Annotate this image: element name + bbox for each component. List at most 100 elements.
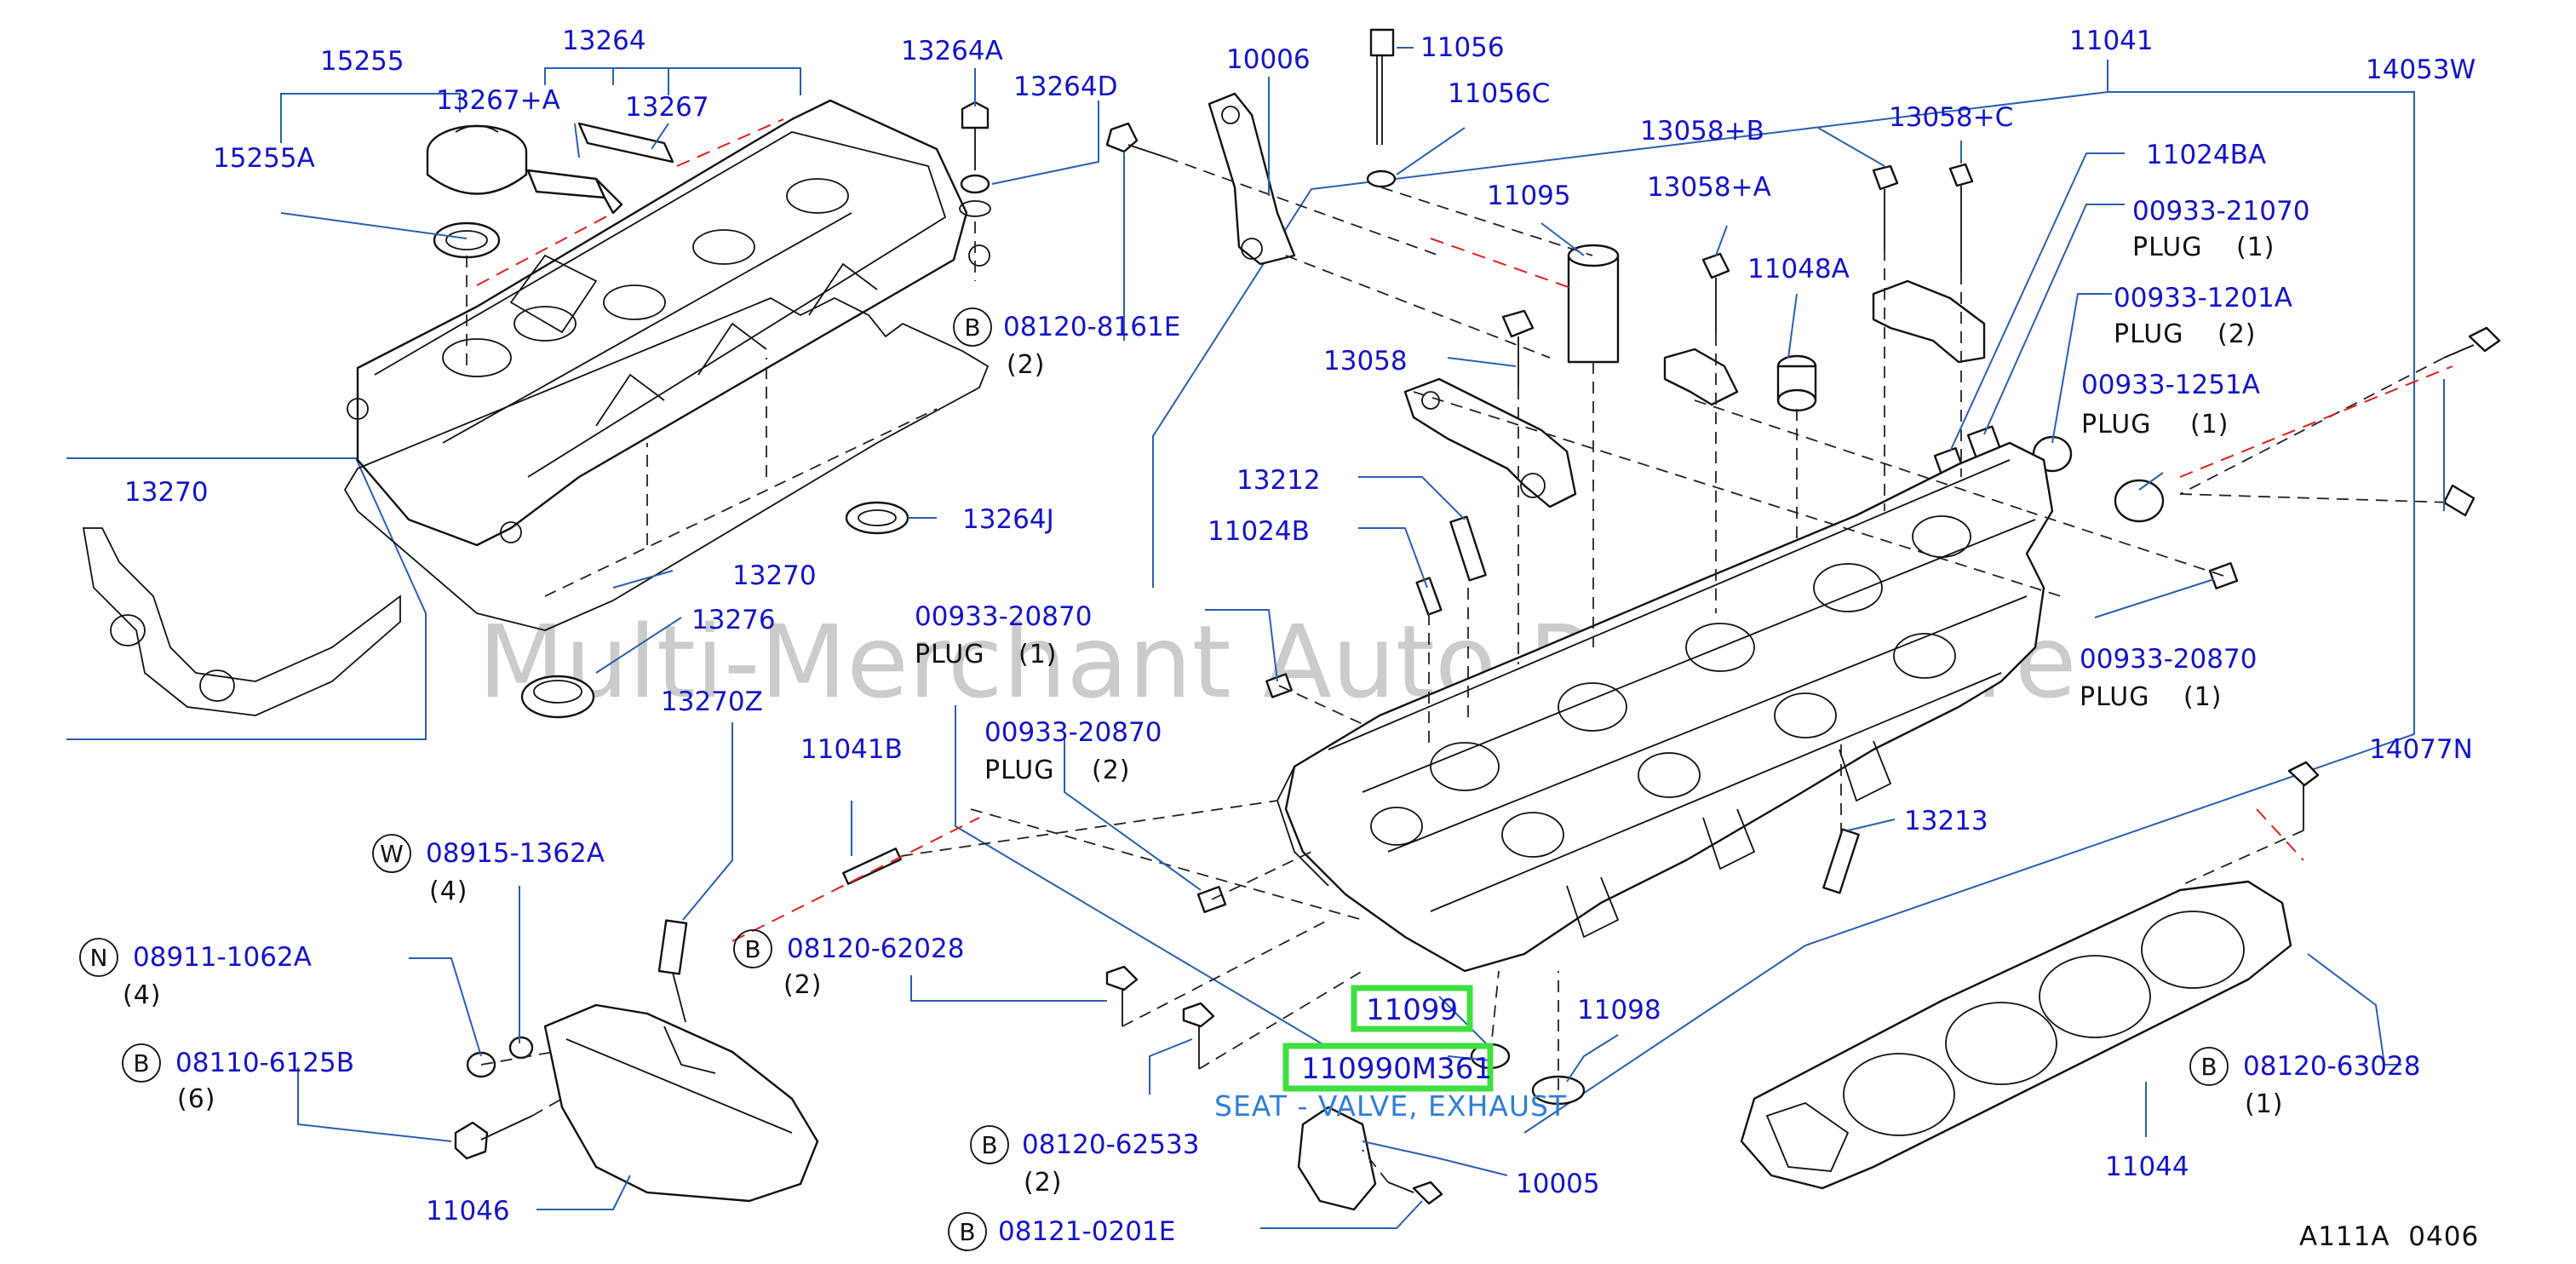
label-08120-62533-qty: (2) xyxy=(1024,1168,1063,1198)
label-11024b[interactable]: 11024B xyxy=(1208,516,1310,547)
label-13270-left[interactable]: 13270 xyxy=(124,477,209,508)
label-13264[interactable]: 13264 xyxy=(562,26,646,56)
label-08120-62533[interactable]: 08120-62533 xyxy=(1022,1129,1199,1160)
label-08121-0201e[interactable]: 08121-0201E xyxy=(998,1216,1175,1247)
prefix-circle-b-8161e xyxy=(953,307,992,347)
label-15255[interactable]: 15255 xyxy=(320,46,404,77)
label-14077n[interactable]: 14077N xyxy=(2369,734,2473,765)
highlight-sub-part-number[interactable]: 110990M361 xyxy=(1301,1052,1492,1086)
prefix-circle-b-63028 xyxy=(2189,1047,2229,1086)
label-13270z[interactable]: 13270Z xyxy=(661,687,763,717)
label-15255a[interactable]: 15255A xyxy=(213,143,315,174)
label-08110-6125b-qty: (6) xyxy=(177,1084,216,1114)
label-11046[interactable]: 11046 xyxy=(426,1196,510,1227)
label-11056[interactable]: 11056 xyxy=(1420,32,1505,63)
guide-13213 xyxy=(1822,828,1860,894)
cam-cap-right xyxy=(1872,279,1986,364)
label-00933-20870-b[interactable]: 00933-20870 xyxy=(2080,644,2257,675)
breather-hoses xyxy=(526,122,674,215)
prefix-circle-w-1362a xyxy=(372,834,411,873)
label-11056c[interactable]: 11056C xyxy=(1448,78,1550,109)
bolt-08120-62533 xyxy=(1182,1002,1215,1069)
label-13264j[interactable]: 13264J xyxy=(962,504,1054,535)
front-cover-11046 xyxy=(543,1003,819,1203)
bracket-10005 xyxy=(1297,1106,1377,1211)
highlight-description: SEAT - VALVE, EXHAUST xyxy=(1214,1089,1567,1123)
label-13058c[interactable]: 13058+C xyxy=(1889,102,2013,133)
washer-08915-1362a xyxy=(508,1036,534,1060)
highlight-part-number[interactable]: 11099 xyxy=(1366,993,1458,1027)
label-13058[interactable]: 13058 xyxy=(1323,346,1408,376)
assembly-dash-lines xyxy=(466,157,2453,1183)
label-13270-center[interactable]: 13270 xyxy=(732,560,817,591)
bracket-bolt-13058c xyxy=(1948,163,1974,273)
label-13058b[interactable]: 13058+B xyxy=(1640,116,1764,147)
label-08121-0201e-prefix: B xyxy=(959,1218,975,1246)
label-11041[interactable]: 11041 xyxy=(2069,26,2154,56)
label-10005[interactable]: 10005 xyxy=(1516,1169,1600,1199)
label-11048a[interactable]: 11048A xyxy=(1747,254,1850,284)
label-00933-20870-c[interactable]: 00933-20870 xyxy=(984,717,1162,748)
cam-cap-small xyxy=(1663,348,1739,406)
label-08120-63028[interactable]: 08120-63028 xyxy=(2243,1051,2420,1082)
stud-11056 xyxy=(1366,28,1397,188)
label-00933-20870-c-qty: (2) xyxy=(1092,756,1131,785)
bracket-bolt-13058 xyxy=(1501,309,1535,388)
label-10006[interactable]: 10006 xyxy=(1226,44,1311,75)
label-11098[interactable]: 11098 xyxy=(1577,995,1661,1026)
label-00933-1201a-desc: PLUG xyxy=(2114,319,2184,349)
frame-lines xyxy=(66,60,2415,1134)
label-08120-8161e-qty: (2) xyxy=(1007,350,1046,380)
label-08110-6125b[interactable]: 08110-6125B xyxy=(175,1048,354,1078)
prefix-circle-b-62533 xyxy=(970,1125,1009,1164)
label-13058a[interactable]: 13058+A xyxy=(1647,172,1771,203)
highlighted-part[interactable]: 11099 110990M361 SEAT - VALVE, EXHAUST xyxy=(1214,985,1567,1123)
label-13264d[interactable]: 13264D xyxy=(1013,72,1118,102)
label-13276[interactable]: 13276 xyxy=(691,605,776,635)
label-11044[interactable]: 11044 xyxy=(2105,1152,2189,1182)
label-11041b[interactable]: 11041B xyxy=(800,734,903,765)
seal-11048a xyxy=(1776,354,1817,412)
label-00933-20870-a-qty: (1) xyxy=(1018,640,1058,669)
label-13212[interactable]: 13212 xyxy=(1236,465,1321,496)
label-08915-1362a-qty: (4) xyxy=(429,876,468,906)
label-08120-63028-qty: (1) xyxy=(2245,1089,2284,1119)
sensor-13270z xyxy=(657,919,688,1023)
label-08915-1362a[interactable]: 08915-1362A xyxy=(426,838,605,869)
label-00933-1201a[interactable]: 00933-1201A xyxy=(2114,283,2292,313)
label-14053w[interactable]: 14053W xyxy=(2366,55,2476,85)
highlight-box-110990m361 xyxy=(1282,1043,1494,1092)
label-08120-62028[interactable]: 08120-62028 xyxy=(787,934,964,964)
label-08120-62028-prefix: B xyxy=(744,935,760,963)
label-08911-1062a-qty: (4) xyxy=(123,980,162,1010)
label-11095[interactable]: 11095 xyxy=(1487,181,1571,211)
label-08120-8161e-prefix: B xyxy=(964,313,980,342)
dowel-11095 xyxy=(1567,244,1620,364)
label-08120-8161e[interactable]: 08120-8161E xyxy=(1003,312,1180,342)
label-13264a[interactable]: 13264A xyxy=(901,36,1003,66)
gasket-detail xyxy=(82,527,401,716)
bracket-bolt-13058a xyxy=(1701,252,1730,334)
bolt-08120-62028 xyxy=(1105,965,1139,1026)
label-08911-1062a[interactable]: 08911-1062A xyxy=(133,942,312,973)
label-13267[interactable]: 13267 xyxy=(625,92,709,123)
label-00933-21070[interactable]: 00933-21070 xyxy=(2132,196,2309,227)
label-08120-62533-prefix: B xyxy=(981,1131,997,1159)
bracket-10006 xyxy=(1208,92,1296,266)
label-00933-1251a-qty: (1) xyxy=(2190,410,2229,440)
label-08110-6125b-prefix: B xyxy=(133,1049,149,1077)
label-08915-1362a-prefix: W xyxy=(380,840,404,868)
label-00933-20870-a[interactable]: 00933-20870 xyxy=(915,601,1092,632)
label-00933-20870-a-desc: PLUG xyxy=(915,640,985,669)
cam-bracket-13058 xyxy=(1403,377,1577,508)
seal-13276 xyxy=(520,675,595,719)
prefix-circle-b-6125b xyxy=(122,1043,161,1083)
label-13267a[interactable]: 13267+A xyxy=(436,85,560,116)
label-00933-20870-b-desc: PLUG xyxy=(2080,682,2150,712)
label-11024ba[interactable]: 11024BA xyxy=(2146,140,2266,170)
label-00933-20870-c-desc: PLUG xyxy=(984,756,1055,785)
label-00933-1251a[interactable]: 00933-1251A xyxy=(2081,370,2260,400)
label-13213[interactable]: 13213 xyxy=(1904,806,1988,836)
assembly-red-lines xyxy=(476,118,2453,942)
